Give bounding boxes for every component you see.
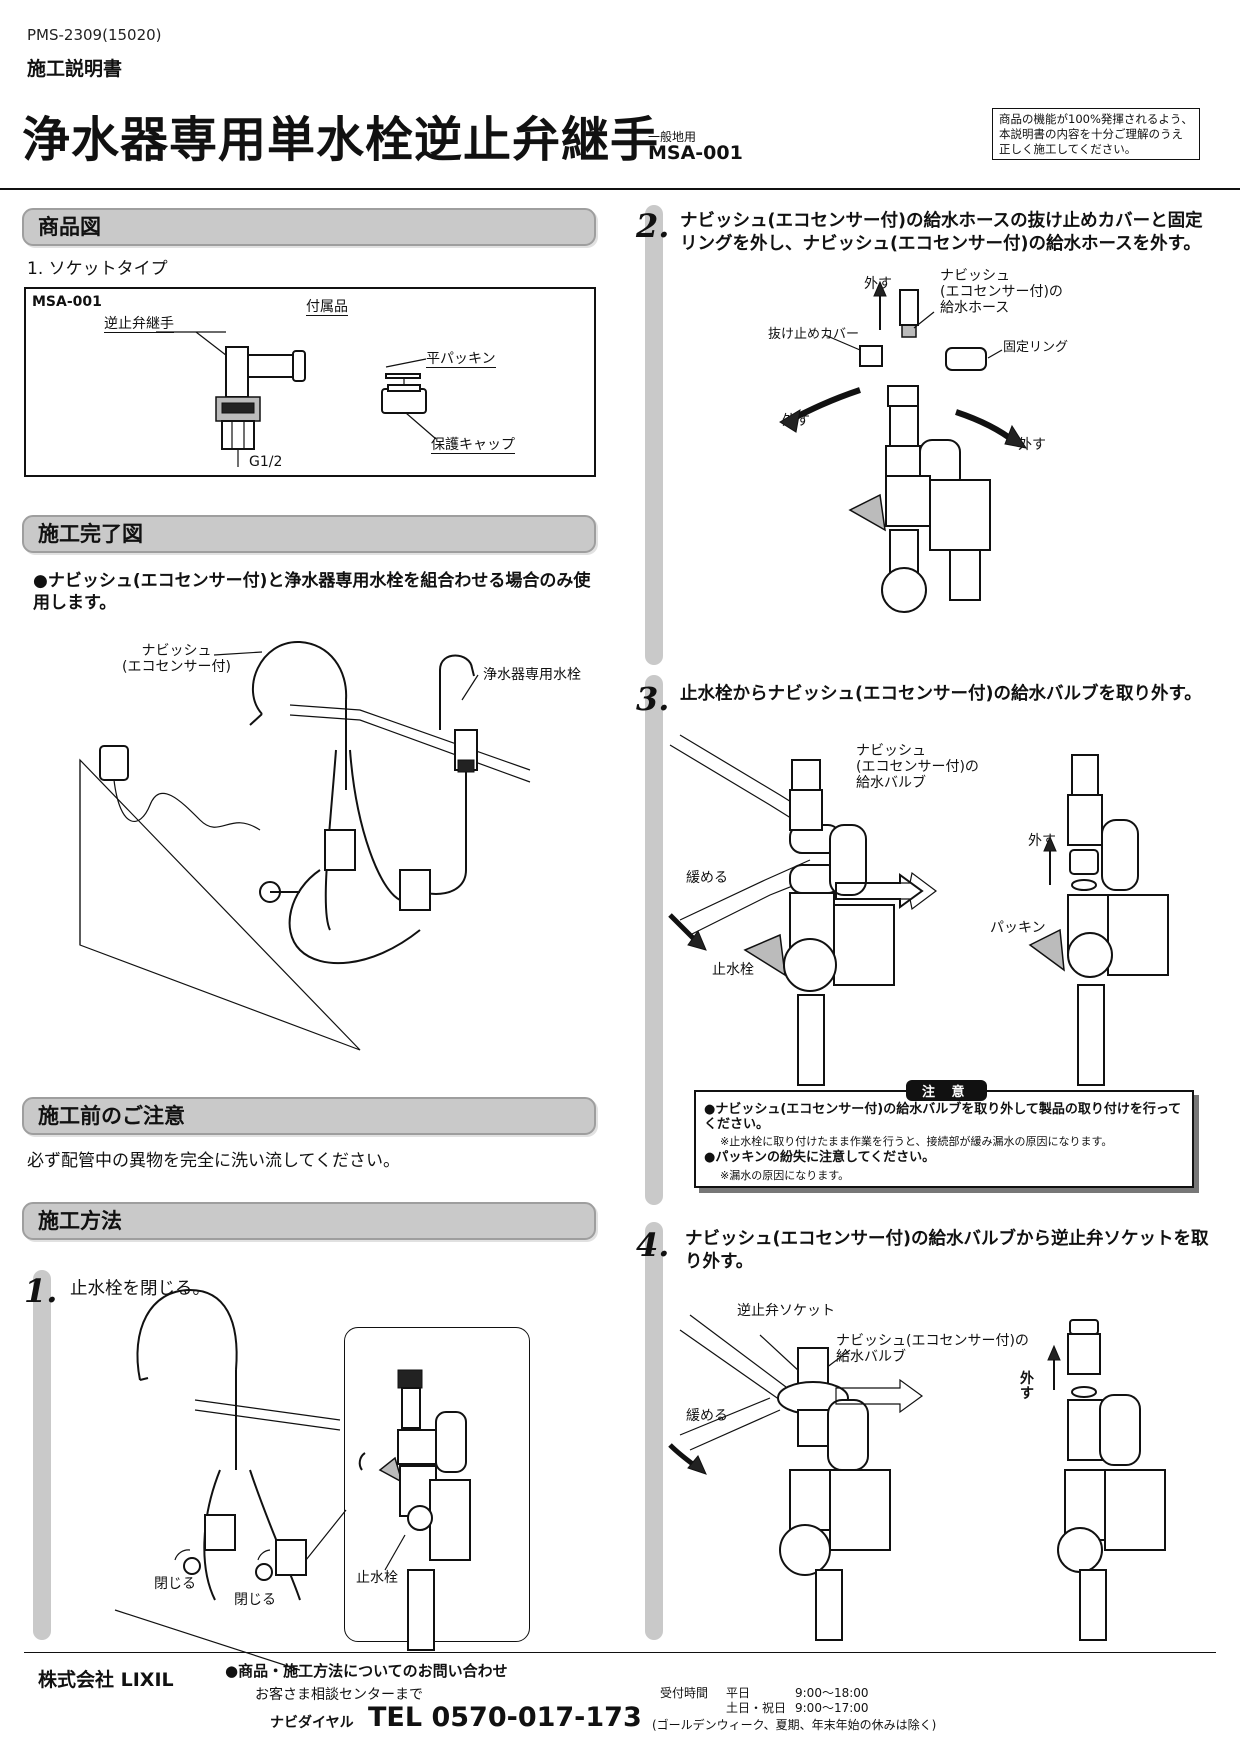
company-name: 株式会社 LIXIL	[38, 1669, 174, 1691]
weekday-hours: 9:00〜18:00	[795, 1686, 869, 1700]
caution-tag: 注 意	[906, 1080, 987, 1101]
step-3-loosen-label: 緩める	[686, 870, 728, 886]
product-diagram-box: MSA-001 逆止弁継手 付属品 平パッキン 保護キャップ G1/2	[24, 287, 596, 477]
caution-line-3: ●パッキンの紛失に注意してください。	[704, 1150, 936, 1165]
footer-divider	[24, 1652, 1216, 1653]
stop-valve-label: 止水栓	[356, 1570, 398, 1586]
step-1-number: 1.	[24, 1272, 58, 1310]
step-4-bar	[645, 1222, 663, 1640]
purifier-faucet-label: 浄水器専用水栓	[483, 667, 581, 683]
usage-label: 一般地用	[648, 130, 697, 144]
step-3-packing-label: パッキン	[990, 920, 1046, 936]
section-method-title: 施工方法	[22, 1202, 596, 1240]
inquiry-heading: ●商品・施工方法についてのお問い合わせ	[225, 1662, 508, 1680]
check-valve-drawing	[156, 331, 437, 467]
step-2-cover-label: 抜け止めカバー	[768, 327, 860, 342]
document-id: PMS-2309(15020)	[27, 26, 162, 44]
step-3-valve-label: ナビッシュ (エコセンサー付)の 給水バルブ	[856, 743, 979, 791]
section-precaution-title: 施工前のご注意	[22, 1097, 596, 1135]
step-2-drawing	[779, 280, 1028, 613]
weekend-hours: 9:00〜17:00	[795, 1701, 869, 1715]
product-subtitle: 1. ソケットタイプ	[27, 259, 168, 279]
step-4-drawing	[668, 1314, 1166, 1641]
part-main-label: 逆止弁継手	[104, 316, 174, 333]
step-3-stop-valve-label: 止水栓	[712, 962, 754, 978]
customer-center: お客さま相談センターまで	[255, 1687, 423, 1703]
step-2-bar	[645, 205, 663, 665]
caution-box: 注 意 ●ナビッシュ(エコセンサー付)の給水バルブを取り外して製品の取り付けを行…	[694, 1080, 1194, 1188]
step-3-number: 3.	[636, 680, 670, 718]
thread-label: G1/2	[249, 454, 283, 470]
caution-line-1: ●ナビッシュ(エコセンサー付)の給水バルブを取り外して製品の取り付けを行ってくだ…	[704, 1102, 1182, 1132]
notice-box: 商品の機能が100%発揮されるよう、本説明書の内容を十分ご理解のうえ正しく施工し…	[992, 108, 1200, 160]
section-complete-title: 施工完了図	[22, 515, 596, 553]
step-2-hose-label: ナビッシュ (エコセンサー付)の 給水ホース	[940, 268, 1063, 316]
step-4-text: ナビッシュ(エコセンサー付)の給水バルブから逆止弁ソケットを取り外す。	[685, 1229, 1209, 1272]
page-title: 浄水器専用単水栓逆止弁継手	[22, 112, 660, 168]
step-4-valve-label: ナビッシュ(エコセンサー付)の 給水バルブ	[836, 1333, 1029, 1365]
step-2-text: ナビッシュ(エコセンサー付)の給水ホースの抜け止めカバーと固定リングを外し、ナビ…	[680, 211, 1203, 254]
step-3-bar	[645, 675, 663, 1205]
precaution-text: 必ず配管中の異物を完全に洗い流してください。	[27, 1151, 400, 1171]
faucet-label: ナビッシュ (エコセンサー付)	[122, 643, 231, 675]
cap-label: 保護キャップ	[431, 437, 515, 454]
step-4-number: 4.	[636, 1226, 670, 1264]
packing-label: 平パッキン	[426, 351, 496, 368]
step-1-drawing	[114, 1288, 471, 1671]
document-kind: 施工説明書	[27, 58, 123, 80]
box-model-label: MSA-001	[32, 294, 102, 310]
close-label-2: 閉じる	[234, 1592, 276, 1608]
step-2-remove-right: 外す	[1018, 437, 1046, 453]
weekday-label: 平日	[726, 1686, 751, 1700]
step-4-socket-label: 逆止弁ソケット	[737, 1303, 835, 1319]
model-number: MSA-001	[648, 142, 743, 164]
step-3-drawing	[668, 734, 1169, 1086]
step-4-remove-label: 外 す	[1020, 1371, 1034, 1402]
header-divider	[0, 188, 1240, 190]
complete-note: ●ナビッシュ(エコセンサー付)と浄水器専用水栓を組合わせる場合のみ使用します。	[33, 571, 591, 613]
caution-line-2: ※止水栓に取り付けたまま作業を行うと、接続部が緩み漏水の原因になります。	[720, 1135, 1113, 1148]
section-product-title: 商品図	[22, 208, 596, 246]
step-1-text: 止水栓を閉じる。	[70, 1279, 210, 1299]
step-1-bar	[33, 1270, 51, 1640]
navi-dial-label: ナビダイヤル	[270, 1715, 354, 1731]
step-2-ring-label: 固定リング	[1003, 340, 1069, 355]
installation-complete-drawing	[79, 640, 531, 1051]
step-2-remove-top: 外す	[864, 276, 892, 292]
holiday-note: (ゴールデンウィーク、夏期、年末年始の休みは除く)	[652, 1718, 937, 1732]
caution-line-4: ※漏水の原因になります。	[720, 1169, 850, 1182]
step-2-number: 2.	[636, 207, 670, 245]
hours-label: 受付時間	[660, 1686, 709, 1700]
step-3-text: 止水栓からナビッシュ(エコセンサー付)の給水バルブを取り外す。	[680, 684, 1202, 704]
weekend-label: 土日・祝日	[726, 1701, 787, 1715]
step-1-detail-box	[344, 1327, 530, 1642]
phone-number: TEL 0570-017-173	[368, 1702, 642, 1733]
accessories-label: 付属品	[306, 299, 348, 316]
close-label-1: 閉じる	[154, 1576, 196, 1592]
